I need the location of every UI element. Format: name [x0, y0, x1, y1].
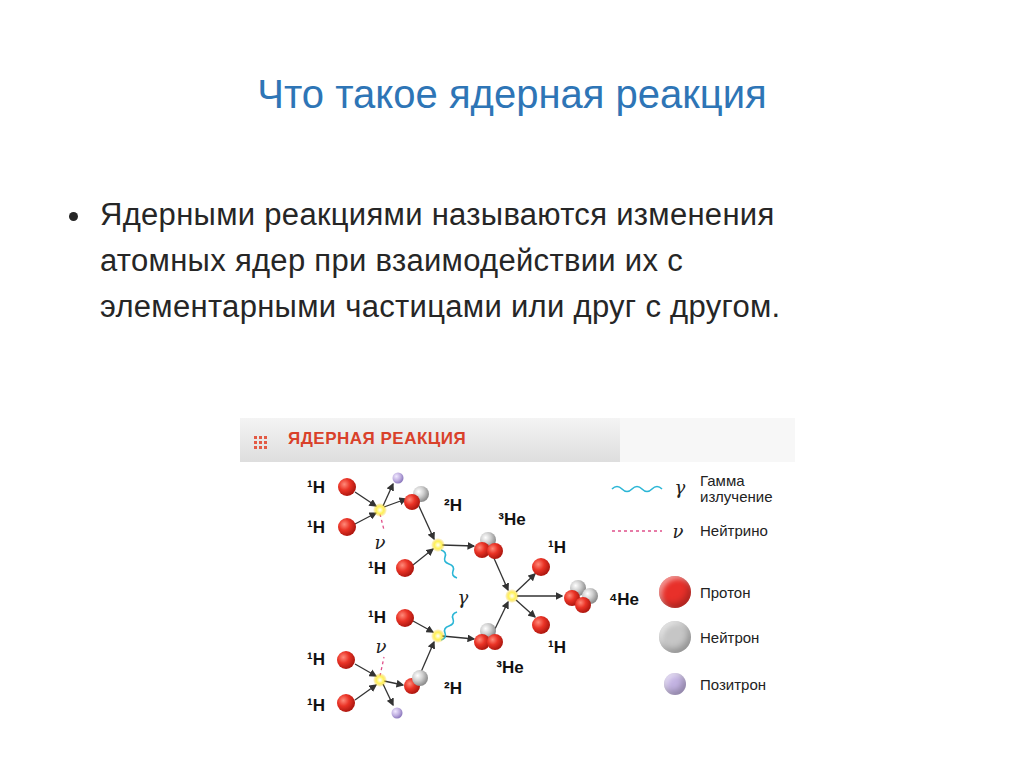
nucleus-label: ²H — [444, 679, 462, 699]
definition-text: Ядерными реакциями называются изменения … — [100, 192, 850, 330]
nucleus-label: ¹H — [368, 559, 386, 579]
neutrino-symbol: ν — [376, 636, 387, 657]
nucleus-label: ⁴He — [609, 590, 639, 610]
nucleus-label: ³He — [498, 510, 525, 530]
legend-swatch — [659, 621, 691, 653]
nucleus-label: ¹H — [307, 650, 325, 670]
nucleus-label: ¹H — [548, 638, 566, 658]
nucleus-label: ¹H — [307, 518, 325, 538]
neutrino-symbol: ν — [375, 532, 386, 553]
gamma-symbol: γ — [458, 587, 469, 608]
nucleus-label: ¹H — [368, 608, 386, 628]
legend-text: Нейтрино — [700, 522, 768, 539]
panel-header: ЯДЕРНАЯ РЕАКЦИЯ — [288, 429, 466, 449]
legend-swatch — [659, 576, 691, 608]
nucleus-label: ²H — [444, 496, 462, 516]
legend-text: Протон — [700, 584, 750, 601]
neutrino-symbol: ν — [673, 521, 684, 542]
nucleus-label: ¹H — [548, 538, 566, 558]
bullet-marker — [69, 212, 78, 221]
nucleus-label: ³He — [496, 658, 523, 678]
legend-text: Позитрон — [700, 676, 766, 693]
gamma-symbol: γ — [675, 477, 686, 498]
slide-title: Что такое ядерная реакция — [0, 72, 1024, 117]
nucleus-label: ¹H — [307, 478, 325, 498]
nucleus-label: ¹H — [307, 696, 325, 716]
legend-text: Нейтрон — [700, 629, 759, 646]
legend-text: Гамма излучение — [700, 473, 792, 505]
legend-swatch — [664, 673, 686, 695]
